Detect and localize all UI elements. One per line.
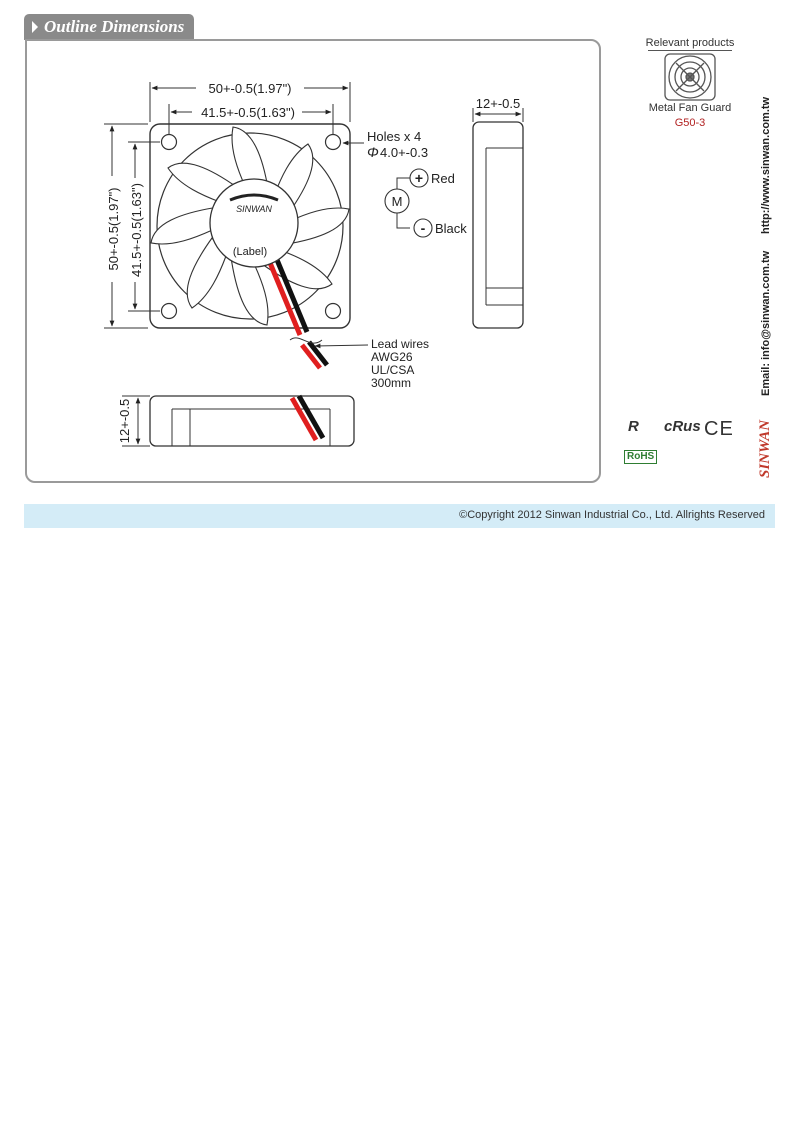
wire-minus <box>396 213 410 229</box>
contact-email[interactable]: Email: info@sinwan.com.tw <box>760 250 772 396</box>
mounting-hole <box>160 302 178 320</box>
cul-mark-icon: cRus <box>664 418 701 435</box>
bottom-view-frame <box>149 395 355 447</box>
mounting-hole <box>160 133 178 151</box>
minus-terminal <box>413 218 433 238</box>
relevant-products-title: Relevant products <box>645 37 735 49</box>
footer-bar: ©Copyright 2012 Sinwan Industrial Co., L… <box>24 504 775 528</box>
fan-hub <box>209 178 299 268</box>
ul-mark-icon: R <box>628 418 639 435</box>
minus-sign: - <box>421 220 426 236</box>
brand-logo: SINWAN <box>757 419 773 478</box>
hub-label: (Label) <box>233 246 267 258</box>
fan-guard-icon <box>664 53 716 101</box>
drawing-panel <box>25 39 601 483</box>
bottom-wires <box>289 394 326 442</box>
lead-length: 300mm <box>371 376 411 390</box>
hub-brand: SINWAN <box>236 204 272 214</box>
dim-width-inner: 41.5+-0.5(1.63") <box>201 105 295 120</box>
black-label: Black <box>435 221 467 236</box>
red-label: Red <box>431 171 455 186</box>
mounting-hole <box>324 302 342 320</box>
fan-ring <box>156 132 344 320</box>
relevant-product-code[interactable]: G50-3 <box>674 117 706 129</box>
plus-sign: + <box>415 170 423 186</box>
website-url[interactable]: http://www.sinwan.com.tw <box>760 96 772 234</box>
rohs-badge: RoHS <box>624 450 658 464</box>
lead-ul: UL/CSA <box>371 363 414 377</box>
relevant-product-name[interactable]: Metal Fan Guard <box>648 102 732 114</box>
phi-symbol: Φ <box>367 144 379 160</box>
copyright-text: ©Copyright 2012 Sinwan Industrial Co., L… <box>459 509 765 521</box>
dim-thickness-side: 12+-0.5 <box>476 96 520 111</box>
brand-arc <box>229 193 279 202</box>
dim-thickness-bottom: 12+-0.5 <box>117 399 132 443</box>
dim-height-inner: 41.5+-0.5(1.63") <box>129 183 144 277</box>
motor-label: M <box>392 194 403 209</box>
section-title: Outline Dimensions <box>44 17 185 36</box>
plus-terminal <box>409 168 429 188</box>
lead-wires-label: Lead wires <box>371 337 429 351</box>
holes-diameter: 4.0+-0.3 <box>380 145 428 160</box>
ce-mark-icon: CE <box>704 418 734 440</box>
mounting-hole <box>324 133 342 151</box>
dim-width-outer: 50+-0.5(1.97") <box>208 81 291 96</box>
side-view-frame <box>472 121 524 329</box>
relevant-underline <box>648 50 732 51</box>
dim-height-outer: 50+-0.5(1.97") <box>106 187 121 270</box>
section-tab: Outline Dimensions <box>24 14 194 40</box>
holes-label: Holes x 4 <box>367 129 421 144</box>
triangle-right-icon <box>32 21 38 33</box>
wire-plus <box>396 177 410 189</box>
lead-wires <box>265 254 329 370</box>
lead-awg: AWG26 <box>371 350 413 364</box>
lead-leader <box>314 343 369 349</box>
fan-frame <box>149 123 351 329</box>
